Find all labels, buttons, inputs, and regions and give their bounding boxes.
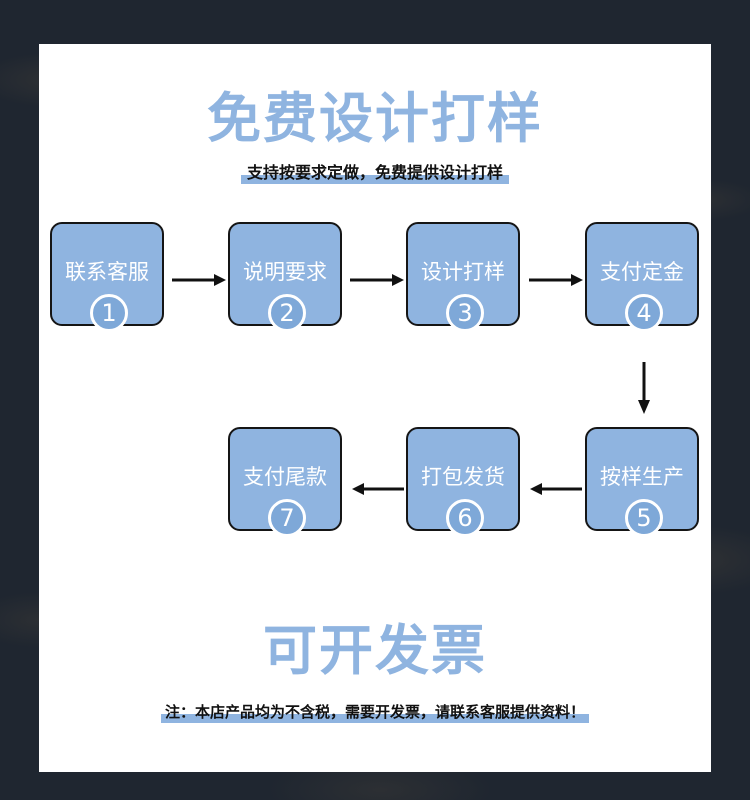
step-7-number: 7: [268, 499, 306, 537]
step-1-number: 1: [90, 294, 128, 332]
step-5-label: 按样生产: [600, 465, 684, 489]
arrow-down-icon: [638, 362, 650, 414]
step-1: 联系客服 1: [50, 222, 164, 332]
page-title: 免费设计打样: [207, 87, 543, 150]
step-5: 按样生产 5: [585, 427, 699, 537]
step-2: 说明要求 2: [228, 222, 342, 332]
step-3-number: 3: [446, 294, 484, 332]
arrow-right-icon: [529, 274, 583, 286]
subtitle: 支持按要求定做，免费提供设计打样: [240, 160, 509, 186]
step-2-label: 说明要求: [243, 260, 327, 284]
step-3-label: 设计打样: [421, 260, 505, 284]
arrow-right-icon: [350, 274, 404, 286]
step-7: 支付尾款 7: [228, 427, 342, 537]
step-5-number: 5: [625, 499, 663, 537]
arrow-right-icon: [172, 274, 226, 286]
step-6-label: 打包发货: [421, 465, 505, 489]
step-4-label: 支付定金: [600, 260, 684, 284]
step-6-number: 6: [446, 499, 484, 537]
step-6: 打包发货 6: [406, 427, 520, 537]
step-4: 支付定金 4: [585, 222, 699, 332]
invoice-title: 可开发票: [263, 619, 487, 682]
step-1-label: 联系客服: [65, 260, 149, 284]
arrow-left-icon: [530, 483, 582, 495]
step-7-label: 支付尾款: [243, 465, 327, 489]
subtitle-row: 支持按要求定做，免费提供设计打样: [0, 160, 750, 186]
invoice-note: 注：本店产品均为不含税，需要开发票，请联系客服提供资料！: [160, 699, 589, 725]
note-row: 注：本店产品均为不含税，需要开发票，请联系客服提供资料！: [0, 699, 750, 725]
arrow-left-icon: [352, 483, 404, 495]
step-3: 设计打样 3: [406, 222, 520, 332]
step-4-number: 4: [625, 294, 663, 332]
step-2-number: 2: [268, 294, 306, 332]
